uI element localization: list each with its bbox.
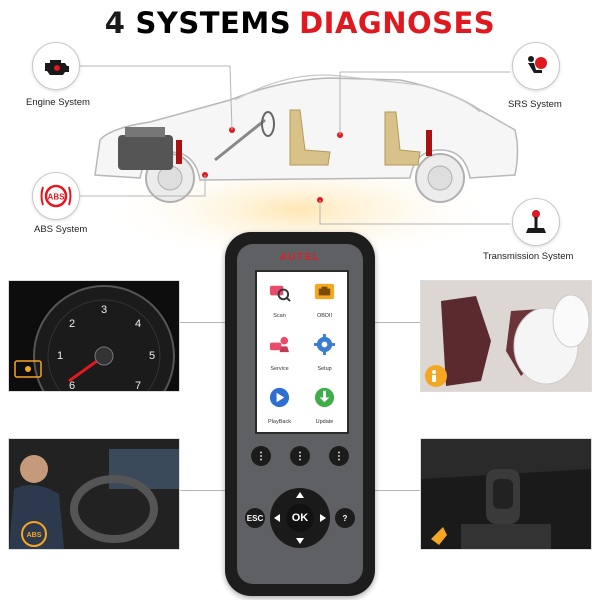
menu-tile-label: Scan — [273, 313, 286, 319]
headline-diagnoses: DIAGNOSES — [299, 6, 496, 40]
transmission-system-icon — [512, 198, 560, 246]
service-icon — [269, 336, 290, 353]
svg-text:ABS: ABS — [48, 193, 66, 202]
up-arrow-icon[interactable] — [296, 492, 304, 498]
menu-tile-setup[interactable]: Setup — [302, 325, 347, 378]
ok-button[interactable]: OK — [286, 504, 314, 532]
airbag-interior-photo — [420, 280, 592, 392]
speedometer-photo: 2 3 4 1 5 6 7 — [8, 280, 180, 392]
menu-tile-label: Setup — [317, 366, 332, 372]
menu-tile-scan[interactable]: Scan — [257, 272, 302, 325]
autel-scanner-device: AUTEL Scan OBDII — [225, 232, 375, 596]
gauge-number: 4 — [135, 318, 141, 330]
direction-pad[interactable]: OK — [270, 488, 330, 548]
svg-text:ABS: ABS — [27, 532, 42, 539]
menu-tile-label: Service — [270, 366, 289, 372]
esc-button[interactable]: ESC — [245, 508, 265, 528]
transmission-warning-icon — [431, 527, 447, 545]
airbag-icon — [528, 56, 547, 73]
check-engine-warning-icon — [14, 360, 42, 378]
abs-icon: ABS — [40, 184, 72, 208]
play-icon — [269, 387, 290, 408]
engine-system-label: Engine System — [26, 97, 90, 108]
front-seat — [289, 109, 331, 166]
left-arrow-icon[interactable] — [274, 514, 280, 522]
gear-shifter-icon — [526, 210, 546, 233]
down-arrow-icon[interactable] — [296, 538, 304, 544]
device-faceplate: AUTEL Scan OBDII — [237, 244, 363, 584]
function-key-2[interactable]: ⋮ — [290, 446, 310, 466]
download-icon — [314, 387, 335, 408]
abs-warning-icon — [21, 521, 47, 547]
settings-gear-icon — [313, 333, 336, 356]
headline-number: 4 — [104, 6, 126, 40]
obd-engine-icon — [314, 283, 335, 300]
menu-tile-update[interactable]: Update — [302, 378, 347, 431]
gauge-number: 3 — [101, 304, 107, 316]
menu-tile-playback[interactable]: PlayBack — [257, 378, 302, 431]
gauge-number: 6 — [69, 380, 75, 391]
gauge-number: 1 — [57, 350, 63, 362]
gauge-number: 5 — [149, 350, 155, 362]
gauge-number: 7 — [135, 380, 141, 391]
transmission-system-label: Transmission System — [483, 251, 574, 262]
srs-system-label: SRS System — [508, 99, 562, 110]
srs-system-icon — [512, 42, 560, 90]
engine-check-icon — [45, 60, 69, 75]
scan-car-icon — [269, 285, 291, 302]
headline-systems: SYSTEMS — [135, 6, 292, 40]
connector-line — [374, 322, 420, 323]
rear-seat — [384, 111, 421, 166]
engine-block — [118, 135, 173, 170]
right-arrow-icon[interactable] — [320, 514, 326, 522]
menu-tile-label: PlayBack — [268, 419, 291, 425]
connector-line — [180, 490, 226, 491]
abs-system-label: ABS System — [34, 224, 88, 235]
device-brand: AUTEL — [279, 252, 321, 263]
menu-tile-label: Update — [315, 419, 334, 425]
function-key-1[interactable]: ⋮ — [251, 446, 271, 466]
connector-line — [374, 490, 420, 491]
engine-system-icon — [32, 42, 80, 90]
car-illustration — [80, 65, 519, 260]
menu-tile-label: OBDII — [317, 313, 332, 319]
menu-tile-obdii[interactable]: OBDII — [302, 272, 347, 325]
help-button[interactable]: ? — [335, 508, 355, 528]
function-key-3[interactable]: ⋮ — [329, 446, 349, 466]
connector-line — [180, 322, 226, 323]
abs-system-icon: ABS — [32, 172, 80, 220]
driver-dashboard-photo: ABS — [8, 438, 180, 550]
gauge-number: 2 — [69, 318, 75, 330]
menu-tile-service[interactable]: Service — [257, 325, 302, 378]
gear-shifter-photo — [420, 438, 592, 550]
device-screen: Scan OBDII Service — [255, 270, 349, 434]
